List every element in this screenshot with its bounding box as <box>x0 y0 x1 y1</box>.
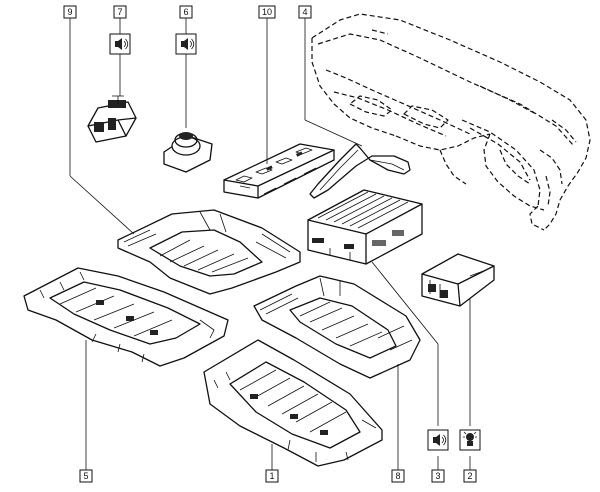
bulb-icon <box>459 429 481 451</box>
speaker-part <box>163 132 213 173</box>
radio-receiver-part <box>307 189 423 265</box>
callout-label: 10 <box>262 7 272 17</box>
callout-label: 9 <box>67 7 72 17</box>
callout-8: 8 <box>391 469 405 483</box>
callout-4: 4 <box>298 5 312 19</box>
callout-2: 2 <box>463 469 477 483</box>
dashboard-outline <box>311 13 591 231</box>
callout-label: 2 <box>467 471 472 481</box>
control-module-part <box>223 143 335 199</box>
callout-7: 7 <box>113 5 127 19</box>
callout-9: 9 <box>63 5 77 19</box>
callout-10: 10 <box>258 5 276 19</box>
callout-label: 3 <box>435 471 440 481</box>
front-floor-carpet-part <box>117 209 301 295</box>
callout-1: 1 <box>265 469 279 483</box>
speaker-icon <box>175 33 197 55</box>
rear-floor-carpet-part <box>253 275 421 379</box>
speaker-icon <box>427 429 449 451</box>
callout-label: 4 <box>302 7 307 17</box>
callout-label: 5 <box>83 471 88 481</box>
amplifier-part <box>421 253 495 307</box>
callout-3: 3 <box>431 469 445 483</box>
leader-lines <box>69 18 471 470</box>
cable-harness-part <box>309 143 411 199</box>
callout-label: 8 <box>395 471 400 481</box>
callout-5: 5 <box>79 469 93 483</box>
callout-label: 1 <box>269 471 274 481</box>
rear-floor-insulation-part <box>203 339 383 467</box>
callout-label: 7 <box>117 7 122 17</box>
callout-6: 6 <box>179 5 193 19</box>
speaker-icon <box>109 33 131 55</box>
callout-label: 6 <box>183 7 188 17</box>
switch-unit-part <box>87 95 137 143</box>
front-floor-insulation-part <box>23 267 229 367</box>
